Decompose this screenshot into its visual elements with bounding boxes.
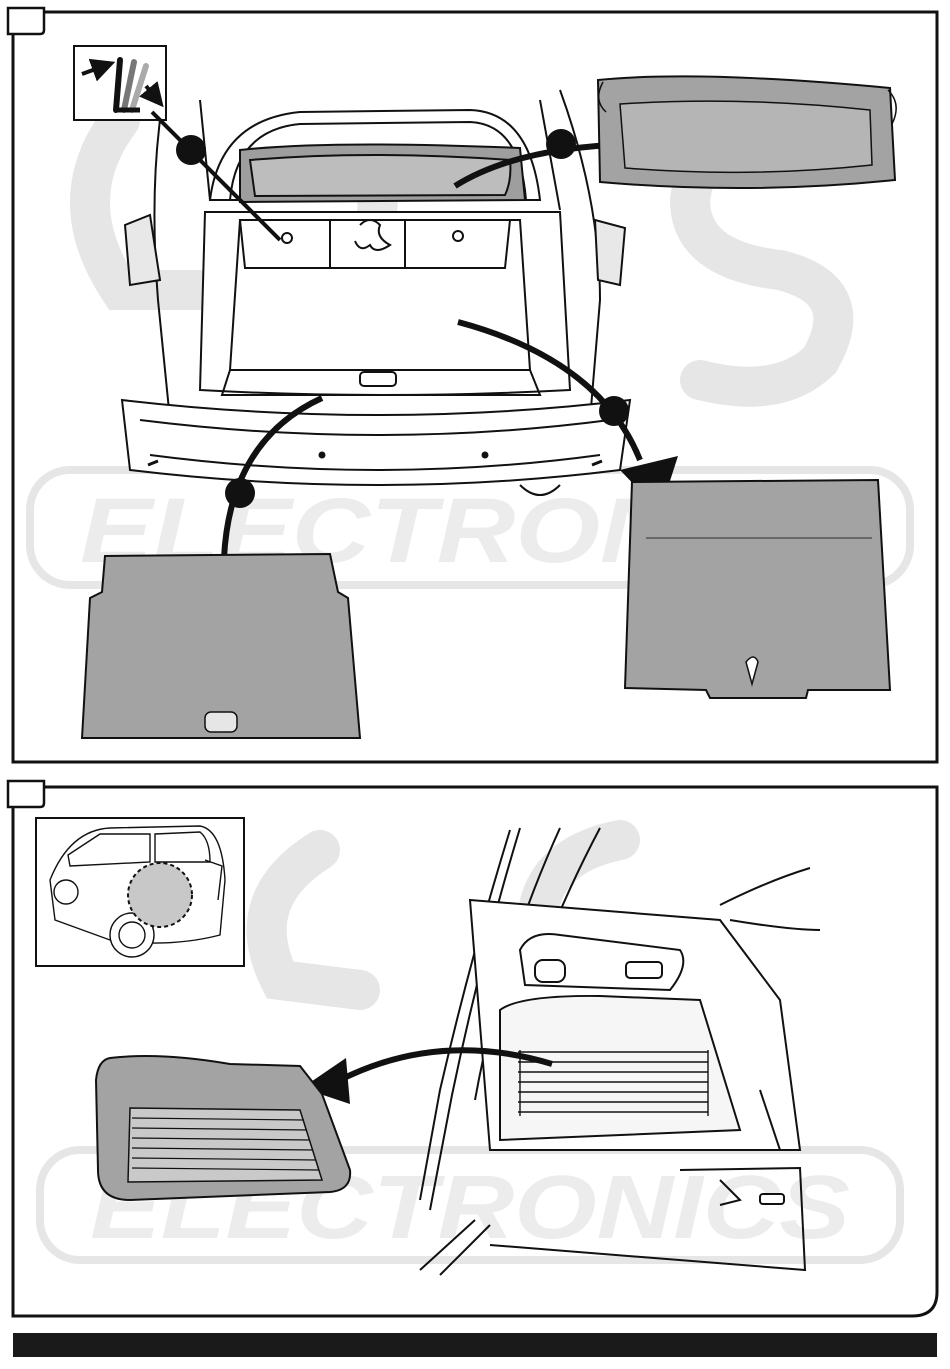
car-rear-quarter-icon — [36, 818, 244, 966]
panel-top: ELECTRONICS — [8, 8, 937, 762]
upper-floor-board — [625, 480, 890, 698]
step-tab-top — [8, 8, 44, 34]
step-tab-bottom — [8, 781, 44, 807]
footer-bar — [13, 1333, 937, 1357]
panel-bottom: ELECTRONICS — [8, 781, 937, 1316]
lower-floor-board — [82, 554, 360, 738]
seat-fold-icon — [74, 46, 166, 120]
parcel-shelf — [598, 76, 896, 188]
